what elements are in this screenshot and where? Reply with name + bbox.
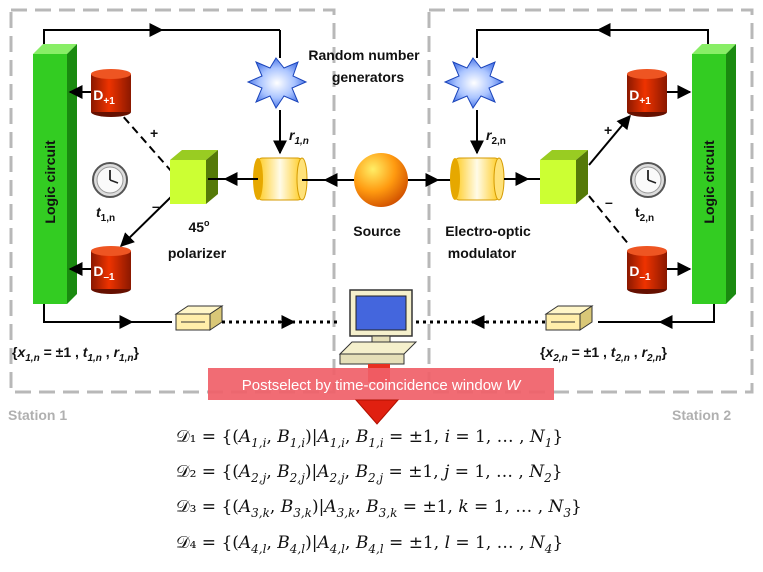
detector-plus-right-label: D [629, 87, 639, 103]
svg-text:t2,n: t2,n [635, 204, 654, 224]
loop-top-left [43, 29, 280, 44]
detector-minus-left-label: D [93, 263, 103, 279]
svg-text:D+1: D+1 [93, 87, 115, 107]
svg-text:45o: 45o [188, 218, 210, 235]
disk-drive-icon [544, 305, 594, 331]
station2-box [427, 8, 754, 394]
record-right: {x2,n = ±1 , t2,n , r2,n} [540, 344, 668, 364]
path-plus-left [120, 113, 173, 173]
svg-text:D–1: D–1 [629, 263, 651, 283]
burst-icon [443, 57, 505, 109]
svg-text:Postselect by time-coincidence: Postselect by time-coincidence window W [242, 377, 522, 394]
banner-text: Postselect by time-coincidence window [242, 377, 506, 394]
postselect-banner: Postselect by time-coincidence window W [208, 364, 554, 400]
modulator-right [450, 157, 505, 201]
rng-label-1: Random number [308, 47, 420, 63]
clock-icon [92, 162, 128, 198]
minus-sign-right: – [605, 194, 613, 210]
dataset-equations: 𝒟₁ = {(A1,i, B1,i)|A1,i, B1,i = ±1, i = … [176, 427, 582, 556]
detector-plus-right: D+1 [627, 69, 667, 117]
equation-1: 𝒟₁ = {(A1,i, B1,i)|A1,i, B1,i = ±1, i = … [176, 427, 563, 450]
loop-bottom-right [598, 304, 715, 323]
modulator-label-2: modulator [448, 245, 517, 261]
rng-label-2: generators [332, 69, 405, 85]
equation-4: 𝒟₄ = {(A4,l, B4,l)|A4,l, B4,l = ±1, l = … [176, 533, 563, 556]
minus-sign-left: – [152, 198, 160, 214]
svg-text:D+1: D+1 [629, 87, 651, 107]
logic-circuit-right-label: Logic circuit [701, 140, 717, 224]
plus-sign-right: + [604, 122, 612, 138]
loop-bottom-left [43, 304, 172, 323]
record-left: {x1,n = ±1 , t1,n , r1,n} [12, 344, 140, 364]
svg-text:r1,n: r1,n [289, 127, 309, 147]
logic-circuit-left-label: Logic circuit [42, 140, 58, 224]
detector-plus-left-label: D [93, 87, 103, 103]
polarizer-angle: 45 [188, 219, 204, 235]
polarizer-label: polarizer [168, 245, 227, 261]
detector-minus-left: D–1 [91, 246, 131, 294]
svg-text:r2,n: r2,n [486, 127, 506, 147]
detector-minus-right-label: D [629, 263, 639, 279]
source [354, 153, 408, 207]
source-label: Source [353, 223, 401, 239]
equation-2: 𝒟₂ = {(A2,j, B2,j)|A2,j, B2,j = ±1, j = … [176, 462, 563, 485]
equation-3: 𝒟₃ = {(A3,k, B3,k)|A3,k, B3,k = ±1, k = … [176, 497, 582, 520]
station1-box [9, 8, 336, 394]
path-minus-left [120, 195, 173, 247]
station1-label: Station 1 [8, 407, 67, 423]
path-plus-right [588, 114, 631, 166]
polarizer-left [170, 150, 218, 204]
path-minus-right [588, 195, 631, 247]
computer-icon [338, 289, 418, 365]
svg-text:t1,n: t1,n [96, 204, 115, 224]
modulator-label-1: Electro-optic [445, 223, 531, 239]
plus-sign-left: + [150, 125, 158, 141]
logic-circuit-left: Logic circuit [33, 44, 77, 304]
modulator-left [253, 157, 308, 201]
station2-label: Station 2 [672, 407, 731, 423]
detector-minus-right: D–1 [627, 246, 667, 294]
clock-icon [630, 162, 666, 198]
disk-drive-icon [174, 305, 224, 331]
burst-icon [246, 57, 308, 109]
logic-circuit-right: Logic circuit [692, 44, 736, 304]
down-arrow [354, 399, 400, 425]
detector-plus-left: D+1 [91, 69, 131, 117]
svg-text:D–1: D–1 [93, 263, 115, 283]
polarizer-right [540, 150, 588, 204]
